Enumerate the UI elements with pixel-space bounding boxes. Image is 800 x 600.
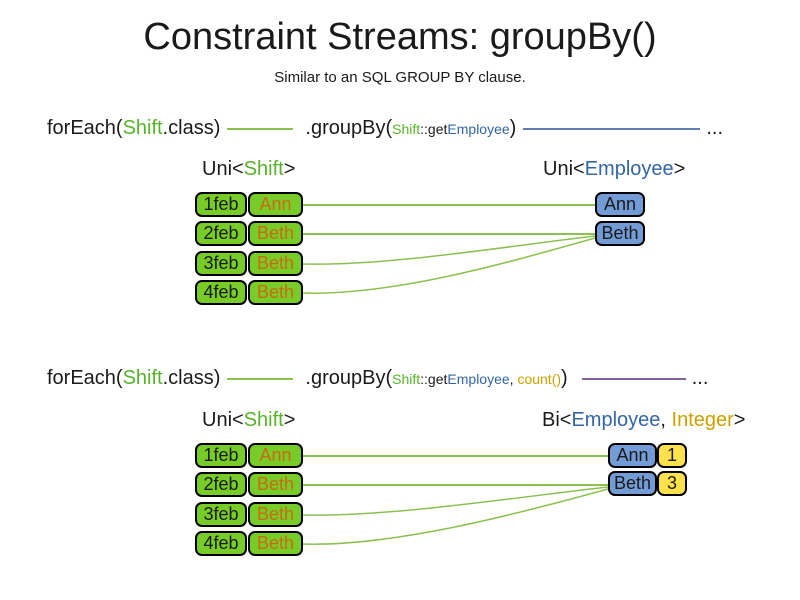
shift-date-box: 2feb [195,472,247,497]
count-aggregator-text: count() [517,371,562,387]
label-comma: , [660,409,672,431]
ref-type-text: Employee [447,121,510,137]
shift-employee-box: Ann [248,443,303,468]
shift-employee-box: Beth [248,251,303,276]
shift-employee-box: Beth [248,502,303,527]
label-type2: Integer [671,409,734,431]
label-type: Employee [571,409,661,431]
blue-stream-line [523,127,701,130]
foreach-open-text: forEach( [47,367,123,389]
uni-employee-label: Uni<Employee> [543,158,685,181]
connector-3feb-beth-line [300,235,596,265]
label-prefix: Uni< [202,409,244,431]
ref-method-text: ::get [420,371,448,387]
shift-employee-box: Beth [248,472,303,497]
shift-employee-box: Beth [248,221,303,246]
employee-row: Beth [595,221,645,246]
ref-method-text: ::get [420,121,448,137]
shift-date-box: 3feb [195,251,247,276]
shift-date-box: 2feb [195,221,247,246]
connector-3feb-beth-count-line [300,486,609,516]
shift-employee-box: Ann [248,192,303,217]
slide-subtitle: Similar to an SQL GROUP BY clause. [274,69,526,86]
employee-box: Beth [595,221,645,246]
label-prefix: Uni< [202,158,244,180]
label-prefix: Uni< [543,158,585,180]
count-box: 3 [657,471,687,496]
label-suffix: > [733,409,746,431]
class-close-text: .class) [162,117,221,139]
bi-employee-integer-label: Bi<Employee, Integer> [542,409,745,432]
label-type: Shift [243,409,284,431]
shift-date-box: 1feb [195,192,247,217]
shift-date-box: 3feb [195,502,247,527]
ellipsis-text: ... [691,367,709,389]
label-type: Shift [243,158,284,180]
ref-class-text: Shift [392,121,421,137]
count-box: 1 [657,443,687,468]
uni-shift-label-2: Uni<Shift> [202,409,295,432]
shift-date-box: 4feb [195,280,247,305]
close-paren-text: ) [561,367,568,389]
employee-box: Beth [608,471,657,496]
ref-class-text: Shift [392,371,421,387]
label-suffix: > [283,158,296,180]
shift-class-text: Shift [122,117,163,139]
shift-date-box: 4feb [195,531,247,556]
connector-4feb-beth-line [300,237,596,294]
label-type: Employee [584,158,674,180]
employee-row: Ann [595,192,645,217]
ref-type-text: Employee [447,371,510,387]
connector-4feb-beth-count-line [300,488,609,545]
green-stream-line [227,377,294,380]
purple-stream-line [581,377,686,380]
label-prefix: Bi< [542,409,572,431]
shift-class-text: Shift [122,367,163,389]
label-suffix: > [283,409,296,431]
comma-text: , [509,371,518,387]
uni-shift-label: Uni<Shift> [202,158,295,181]
foreach-open-text: forEach( [47,117,123,139]
close-paren-text: ) [509,117,517,139]
groupby-open-text: .groupBy( [305,367,393,389]
ellipsis-text: ... [706,117,724,139]
employee-box: Ann [595,192,645,217]
groupby-open-text: .groupBy( [305,117,393,139]
shift-date-box: 1feb [195,443,247,468]
green-stream-line [227,127,294,130]
slide-title: Constraint Streams: groupBy() [143,16,657,58]
employee-box: Ann [608,443,657,468]
shift-employee-box: Beth [248,531,303,556]
shift-employee-box: Beth [248,280,303,305]
label-suffix: > [673,158,686,180]
class-close-text: .class) [162,367,221,389]
